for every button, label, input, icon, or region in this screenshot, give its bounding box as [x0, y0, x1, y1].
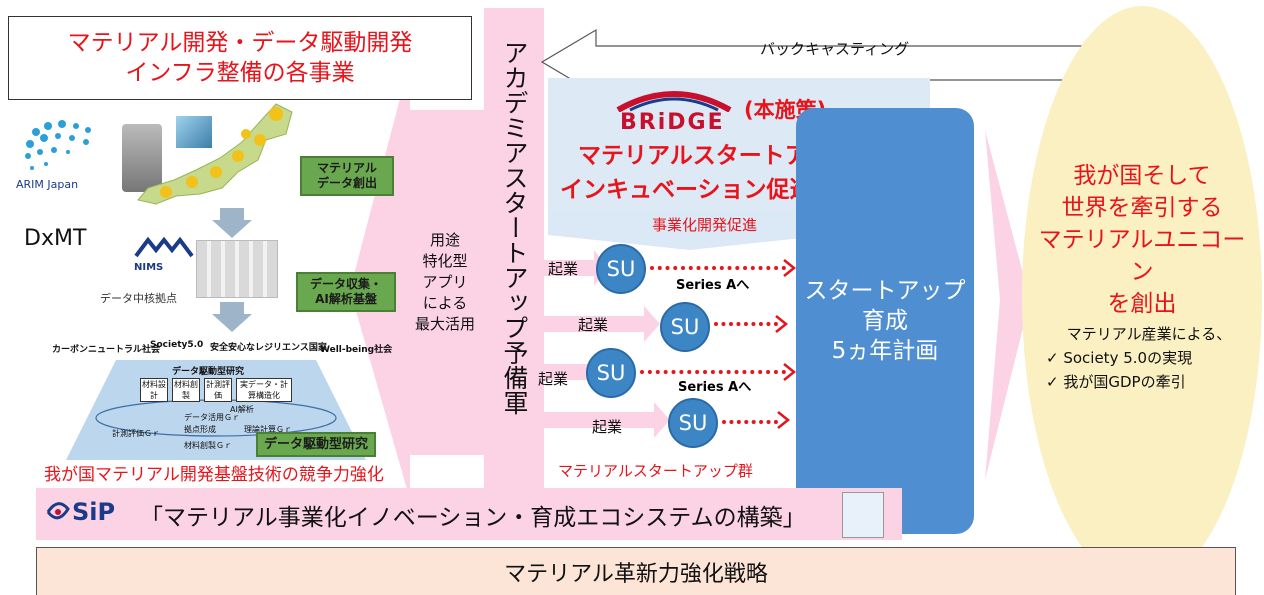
arim-dots-icon	[25, 120, 91, 170]
goal-society: Society5.0	[150, 340, 204, 350]
platform-group-measure: 計測評価Ｇｒ	[112, 429, 160, 438]
usage-line-1: 用途	[429, 231, 460, 249]
check-gdp: 我が国GDPの牽引	[1063, 373, 1186, 391]
check-society: Society 5.0の実現	[1063, 349, 1193, 367]
su-line-4	[722, 420, 778, 424]
sip-logo: SiP	[44, 498, 115, 526]
usage-line-4: による	[422, 294, 468, 312]
goal-resilience: 安全安心なレジリエンス国家	[210, 343, 327, 353]
hub-label: データ中核拠点	[100, 292, 177, 305]
startup-found-1: 起業	[548, 260, 579, 278]
startup-found-3: 起業	[538, 370, 569, 388]
by-industry: マテリアル産業による、	[1066, 325, 1232, 343]
plan-line-3: 5ヵ年計画	[831, 338, 939, 364]
usage-line-2: 特化型	[422, 252, 468, 270]
sip-logo-text: SiP	[72, 498, 116, 526]
industry-text: マテリアル産業による、 ✓ Society 5.0の実現 ✓ 我が国GDPの牽引	[1040, 322, 1258, 394]
platform-group-data: データ活用Ｇｒ	[184, 413, 240, 422]
platform-group-material: 材料創製Ｇｒ	[184, 441, 232, 450]
equipment-photo	[176, 116, 212, 148]
sip-illustration	[842, 492, 884, 538]
goal-wellbeing: Well-being社会	[320, 345, 393, 355]
nims-label: NIMS	[134, 262, 164, 273]
startup-found-2: 起業	[578, 316, 609, 334]
footer-title: マテリアル革新力強化戦略	[504, 561, 768, 587]
left-title-line2: インフラ整備の各事業	[125, 60, 355, 86]
plan-box: スタートアップ 育成 5ヵ年計画	[796, 108, 974, 534]
academia-band	[484, 8, 544, 540]
platform-box-create: 材料創製	[172, 378, 200, 402]
nims-logo: NIMS	[134, 236, 204, 276]
down-arrow-icon-2	[212, 302, 252, 332]
su-circle-2: SU	[660, 302, 710, 352]
su-line-1	[650, 266, 786, 270]
footer-bar: マテリアル革新力強化戦略	[36, 547, 1236, 595]
platform-group-theory: 理論計算Ｇｒ	[244, 425, 292, 434]
goal-line-3: マテリアルユニコーン	[1038, 227, 1246, 285]
bottom-caption: 我が国マテリアル開発基盤技術の競争力強化	[44, 465, 384, 485]
su-line-3	[640, 370, 786, 374]
series-a-2: Series Aへ	[678, 380, 752, 395]
dxmt-label: DxMT	[24, 226, 87, 251]
bridge-logo: BRiDGE	[620, 110, 725, 135]
startup-found-4: 起業	[592, 418, 623, 436]
backcasting-label: バックキャスティング	[760, 40, 910, 58]
box-data-creation: マテリアル データ創出	[300, 156, 394, 196]
box-data-driven: データ駆動型研究	[256, 432, 377, 457]
startup-group-label: マテリアルスタートアップ群	[558, 462, 753, 480]
su-line-2	[714, 322, 778, 326]
left-title-line1: マテリアル開発・データ駆動開発	[67, 30, 413, 56]
building-image	[196, 240, 278, 298]
sip-swirl-icon	[46, 502, 70, 520]
goal-line-1: 我が国そして	[1073, 163, 1211, 189]
plan-line-2: 育成	[862, 308, 908, 334]
platform-box-measure: 計測評価	[204, 378, 232, 402]
down-arrow-icon	[212, 208, 252, 238]
platform-box-compute: 実データ・計算構造化	[236, 378, 292, 402]
sip-bar	[36, 488, 902, 540]
bridge-arch-icon	[616, 91, 732, 112]
platform-box-design: 材料設計	[140, 378, 168, 402]
startup-arrows	[544, 250, 797, 438]
promote-label: 事業化開発促進	[652, 216, 758, 234]
goal-line-4: を創出	[1107, 291, 1177, 317]
goal-ellipse	[1022, 6, 1262, 586]
sip-title: 「マテリアル事業化イノベーション・育成エコシステムの構築」	[140, 505, 806, 531]
japan-map	[137, 103, 293, 205]
goal-line-2: 世界を牽引する	[1061, 195, 1223, 221]
platform-group-hub: 拠点形成	[184, 425, 216, 434]
box-data-collect: データ収集・ AI解析基盤	[296, 272, 396, 312]
left-title-box: マテリアル開発・データ駆動開発 インフラ整備の各事業	[8, 16, 472, 100]
platform-ai: AI解析	[230, 405, 254, 414]
usage-line-3: アプリ	[422, 273, 468, 291]
platform-title: データ駆動型研究	[172, 367, 245, 377]
check-icon-2: ✓	[1046, 373, 1064, 391]
usage-text: 用途 特化型 アプリ による 最大活用	[408, 230, 482, 335]
arim-label: ARIM Japan	[16, 178, 79, 191]
su-circle-4: SU	[668, 398, 718, 448]
plan-line-1: スタートアップ	[804, 278, 966, 304]
check-icon-1: ✓	[1046, 349, 1064, 367]
instrument-photo	[122, 124, 162, 192]
su-circle-3: SU	[586, 348, 636, 398]
arim-logo: ARIM Japan	[16, 112, 112, 192]
goal-text: 我が国そして 世界を牽引する マテリアルユニコーン を創出	[1030, 160, 1254, 320]
usage-line-5: 最大活用	[414, 315, 475, 333]
goal-carbon: カーボンニュートラル社会	[52, 345, 161, 355]
academia-text: アカデミアスタートアップ予備軍	[500, 40, 529, 415]
su-circle-1: SU	[596, 244, 646, 294]
platform-boxes: 材料設計 材料創製 計測評価 実データ・計算構造化	[140, 378, 292, 402]
series-a-1: Series Aへ	[676, 278, 750, 293]
